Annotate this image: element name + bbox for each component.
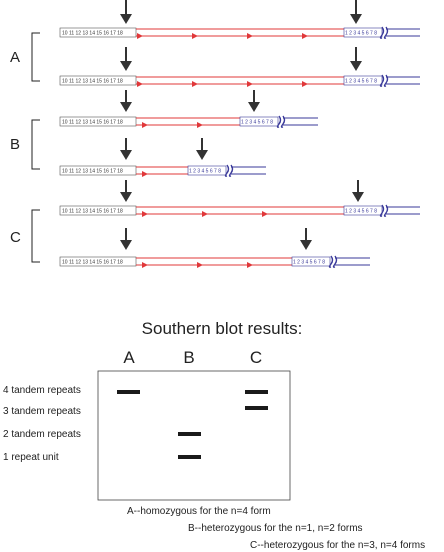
sequence-box xyxy=(59,116,137,127)
band-c-4-repeats xyxy=(245,390,268,394)
band-c-3-repeats xyxy=(245,406,268,410)
note-a: A--homozygous for the n=4 form xyxy=(127,506,271,517)
sequence-box xyxy=(59,27,137,38)
repeat-numbers: 1 2 3 4 5 6 7 8 xyxy=(189,169,221,175)
strand-a1: 10 11 12 13 14 15 16 17 18 1 2 3 4 5 6 7… xyxy=(59,0,420,39)
sequence-numbers: 10 11 12 13 14 15 16 17 18 xyxy=(62,79,123,85)
repeat-box xyxy=(343,27,383,38)
row-label-1-unit: 1 repeat unit xyxy=(3,452,59,463)
group-b: B 10 11 12 13 14 15 16 17 18 1 2 3 4 5 6… xyxy=(10,90,318,177)
band-b-1-unit xyxy=(178,455,201,459)
strand-c1: 10 11 12 13 14 15 16 17 18 1 2 3 4 5 6 7… xyxy=(59,180,420,217)
repeat-numbers: 1 2 3 4 5 6 7 8 xyxy=(241,120,273,126)
strand-b2: 10 11 12 13 14 15 16 17 18 1 2 3 4 5 6 7… xyxy=(59,138,266,177)
group-a-label: A xyxy=(10,49,20,66)
repeat-box xyxy=(343,205,383,216)
note-b: B--heterozygous for the n=1, n=2 forms xyxy=(188,523,363,534)
repeat-numbers: 1 2 3 4 5 6 7 8 xyxy=(293,260,325,266)
sequence-numbers: 10 11 12 13 14 15 16 17 18 xyxy=(62,260,123,266)
repeat-numbers: 1 2 3 4 5 6 7 8 xyxy=(345,31,377,37)
lane-label-b: B xyxy=(183,348,194,367)
down-arrow-icon xyxy=(350,14,362,24)
down-arrow-icon xyxy=(120,240,132,250)
down-arrow-icon xyxy=(120,102,132,112)
southern-blot: Southern blot results: A B C 4 tandem re… xyxy=(3,319,425,551)
down-arrow-icon xyxy=(120,192,132,202)
lane-label-c: C xyxy=(250,348,262,367)
sequence-numbers: 10 11 12 13 14 15 16 17 18 xyxy=(62,120,123,126)
group-c: C 10 11 12 13 14 15 16 17 18 1 2 3 4 5 6… xyxy=(10,180,420,268)
repeat-box xyxy=(187,165,227,176)
sequence-numbers: 10 11 12 13 14 15 16 17 18 xyxy=(62,169,123,175)
group-c-label: C xyxy=(10,229,21,246)
band-a-4-repeats xyxy=(117,390,140,394)
repeat-numbers: 1 2 3 4 5 6 7 8 xyxy=(345,209,377,215)
down-arrow-icon xyxy=(350,61,362,71)
down-arrow-icon xyxy=(120,150,132,160)
row-label-4-repeats: 4 tandem repeats xyxy=(3,385,81,396)
down-arrow-icon xyxy=(248,102,260,112)
row-label-3-repeats: 3 tandem repeats xyxy=(3,406,81,417)
group-b-bracket xyxy=(31,119,40,170)
note-c: C--heterozygous for the n=3, n=4 forms xyxy=(250,540,425,551)
sequence-box xyxy=(59,165,137,176)
group-a-bracket xyxy=(31,32,40,82)
group-c-bracket xyxy=(31,209,40,263)
down-arrow-icon xyxy=(352,192,364,202)
sequence-numbers: 10 11 12 13 14 15 16 17 18 xyxy=(62,31,123,37)
repeat-box xyxy=(343,75,383,86)
down-arrow-icon xyxy=(300,240,312,250)
strand-b1: 10 11 12 13 14 15 16 17 18 1 2 3 4 5 6 7… xyxy=(59,90,318,128)
sequence-box xyxy=(59,75,137,86)
down-arrow-icon xyxy=(196,150,208,160)
sequence-box xyxy=(59,256,137,267)
down-arrow-icon xyxy=(120,61,132,71)
repeat-numbers: 1 2 3 4 5 6 7 8 xyxy=(345,79,377,85)
down-arrow-icon xyxy=(120,14,132,24)
repeat-box xyxy=(291,256,331,267)
group-b-label: B xyxy=(10,136,20,153)
group-a: A 10 11 12 13 14 15 16 17 18 1 2 3 4 5 6… xyxy=(10,0,420,87)
strand-c2: 10 11 12 13 14 15 16 17 18 1 2 3 4 5 6 7… xyxy=(59,228,370,268)
band-b-2-repeats xyxy=(178,432,201,436)
sequence-numbers: 10 11 12 13 14 15 16 17 18 xyxy=(62,209,123,215)
strand-a2: 10 11 12 13 14 15 16 17 18 1 2 3 4 5 6 7… xyxy=(59,47,420,87)
sequence-box xyxy=(59,205,137,216)
repeat-box xyxy=(239,116,279,127)
lane-label-a: A xyxy=(123,348,135,367)
row-label-2-repeats: 2 tandem repeats xyxy=(3,429,81,440)
blot-title: Southern blot results: xyxy=(142,319,303,338)
